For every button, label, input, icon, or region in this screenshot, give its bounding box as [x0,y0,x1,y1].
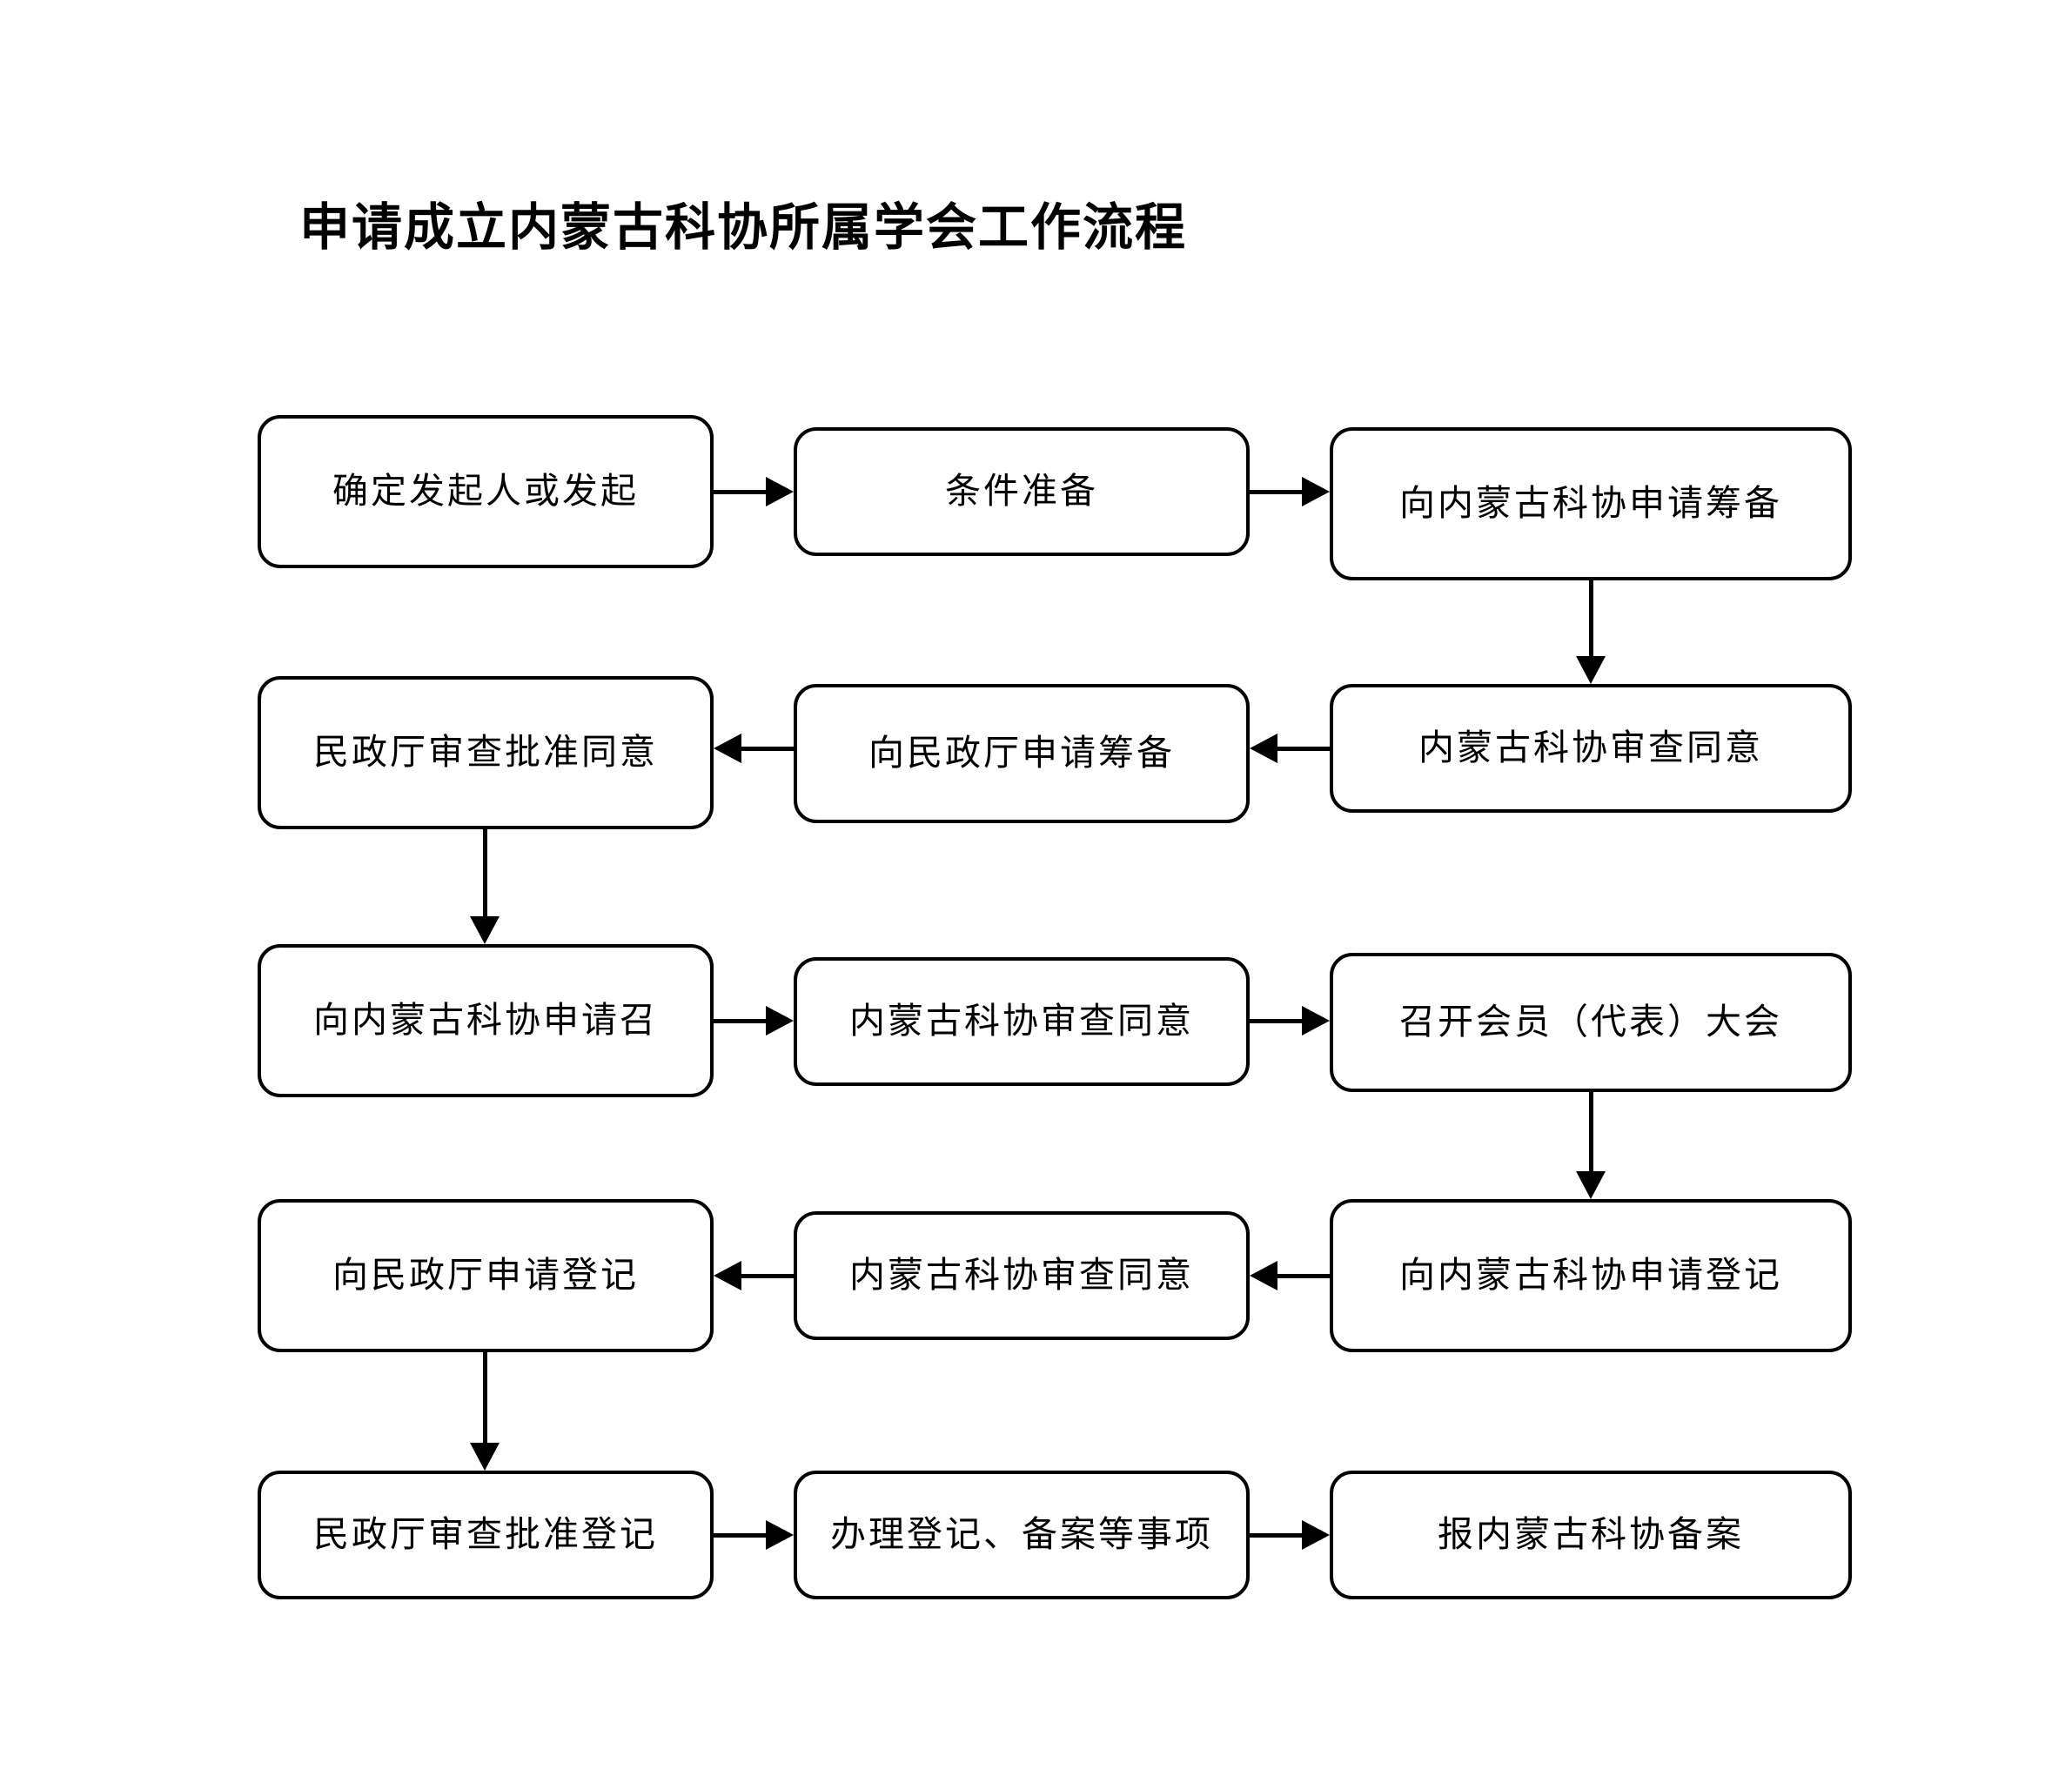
flow-node-n2[interactable]: 条件准备 [794,427,1250,556]
edge-n10-n11-line [1277,1274,1330,1278]
edge-n4-n5-line [1277,747,1330,751]
flow-node-n12[interactable]: 向民政厅申请登记 [258,1199,714,1352]
flow-node-label: 内蒙古科协审查同意 [849,1255,1194,1296]
flow-node-n9[interactable]: 召开会员（代表）大会 [1330,953,1852,1092]
edge-n2-n3-arrowhead [1302,477,1330,506]
edge-n1-n2-arrowhead [766,477,794,506]
edge-n10-n11-arrowhead [1250,1261,1277,1290]
flow-node-label: 办理登记、备案等事项 [830,1514,1213,1555]
edge-n6-n7-arrowhead [470,916,500,944]
flow-node-n4[interactable]: 内蒙古科协审查同意 [1330,684,1852,813]
edge-n5-n6-arrowhead [714,734,741,763]
edge-n8-n9-arrowhead [1302,1006,1330,1035]
edge-n9-n10-line [1589,1092,1593,1171]
edge-n11-n12-line [741,1274,794,1278]
flow-node-label: 向内蒙古科协申请登记 [1399,1255,1782,1296]
edge-n5-n6-line [741,747,794,751]
flow-node-label: 向内蒙古科协申请召 [313,1000,658,1041]
edge-n6-n7-line [483,829,487,916]
flow-node-n1[interactable]: 确定发起人或发起 [258,415,714,568]
edge-n14-n15-line [1250,1533,1302,1538]
flow-node-n15[interactable]: 报内蒙古科协备案 [1330,1471,1852,1599]
flow-node-label: 内蒙古科协审查同意 [849,1001,1194,1042]
edge-n8-n9-line [1250,1019,1302,1023]
flow-node-label: 条件准备 [945,471,1098,512]
edge-n13-n14-arrowhead [766,1520,794,1550]
flow-node-n7[interactable]: 向内蒙古科协申请召 [258,944,714,1097]
edge-n3-n4-arrowhead [1576,656,1606,684]
flow-node-n10[interactable]: 向内蒙古科协申请登记 [1330,1199,1852,1352]
flow-node-label: 民政厅审查批准登记 [313,1514,658,1555]
flow-node-label: 向民政厅申请筹备 [868,733,1175,774]
edge-n11-n12-arrowhead [714,1261,741,1290]
flow-node-label: 内蒙古科协审查同意 [1418,727,1763,768]
flow-node-label: 确定发起人或发起 [332,471,639,512]
flow-node-label: 民政厅审查批准同意 [313,732,658,773]
edge-n13-n14-line [714,1533,766,1538]
edge-n3-n4-line [1589,580,1593,656]
edge-n2-n3-line [1250,490,1302,494]
flow-node-n3[interactable]: 向内蒙古科协申请筹备 [1330,427,1852,580]
edge-n7-n8-arrowhead [766,1006,794,1035]
flow-node-label: 报内蒙古科协备案 [1438,1514,1744,1555]
flow-node-n11[interactable]: 内蒙古科协审查同意 [794,1211,1250,1340]
flow-node-n6[interactable]: 民政厅审查批准同意 [258,676,714,829]
edge-n4-n5-arrowhead [1250,734,1277,763]
flow-node-label: 向内蒙古科协申请筹备 [1399,483,1782,524]
flow-node-n13[interactable]: 民政厅审查批准登记 [258,1471,714,1599]
page-title: 申请成立内蒙古科协所属学会工作流程 [299,199,1188,256]
flow-node-label: 向民政厅申请登记 [332,1255,639,1296]
flow-node-n14[interactable]: 办理登记、备案等事项 [794,1471,1250,1599]
edge-n12-n13-line [483,1352,487,1443]
flow-node-n5[interactable]: 向民政厅申请筹备 [794,684,1250,823]
edge-n1-n2-line [714,490,766,494]
edge-n12-n13-arrowhead [470,1443,500,1471]
flow-node-label: 召开会员（代表）大会 [1399,1002,1782,1042]
flow-node-n8[interactable]: 内蒙古科协审查同意 [794,957,1250,1086]
edge-n7-n8-line [714,1019,766,1023]
edge-n9-n10-arrowhead [1576,1171,1606,1199]
edge-n14-n15-arrowhead [1302,1520,1330,1550]
